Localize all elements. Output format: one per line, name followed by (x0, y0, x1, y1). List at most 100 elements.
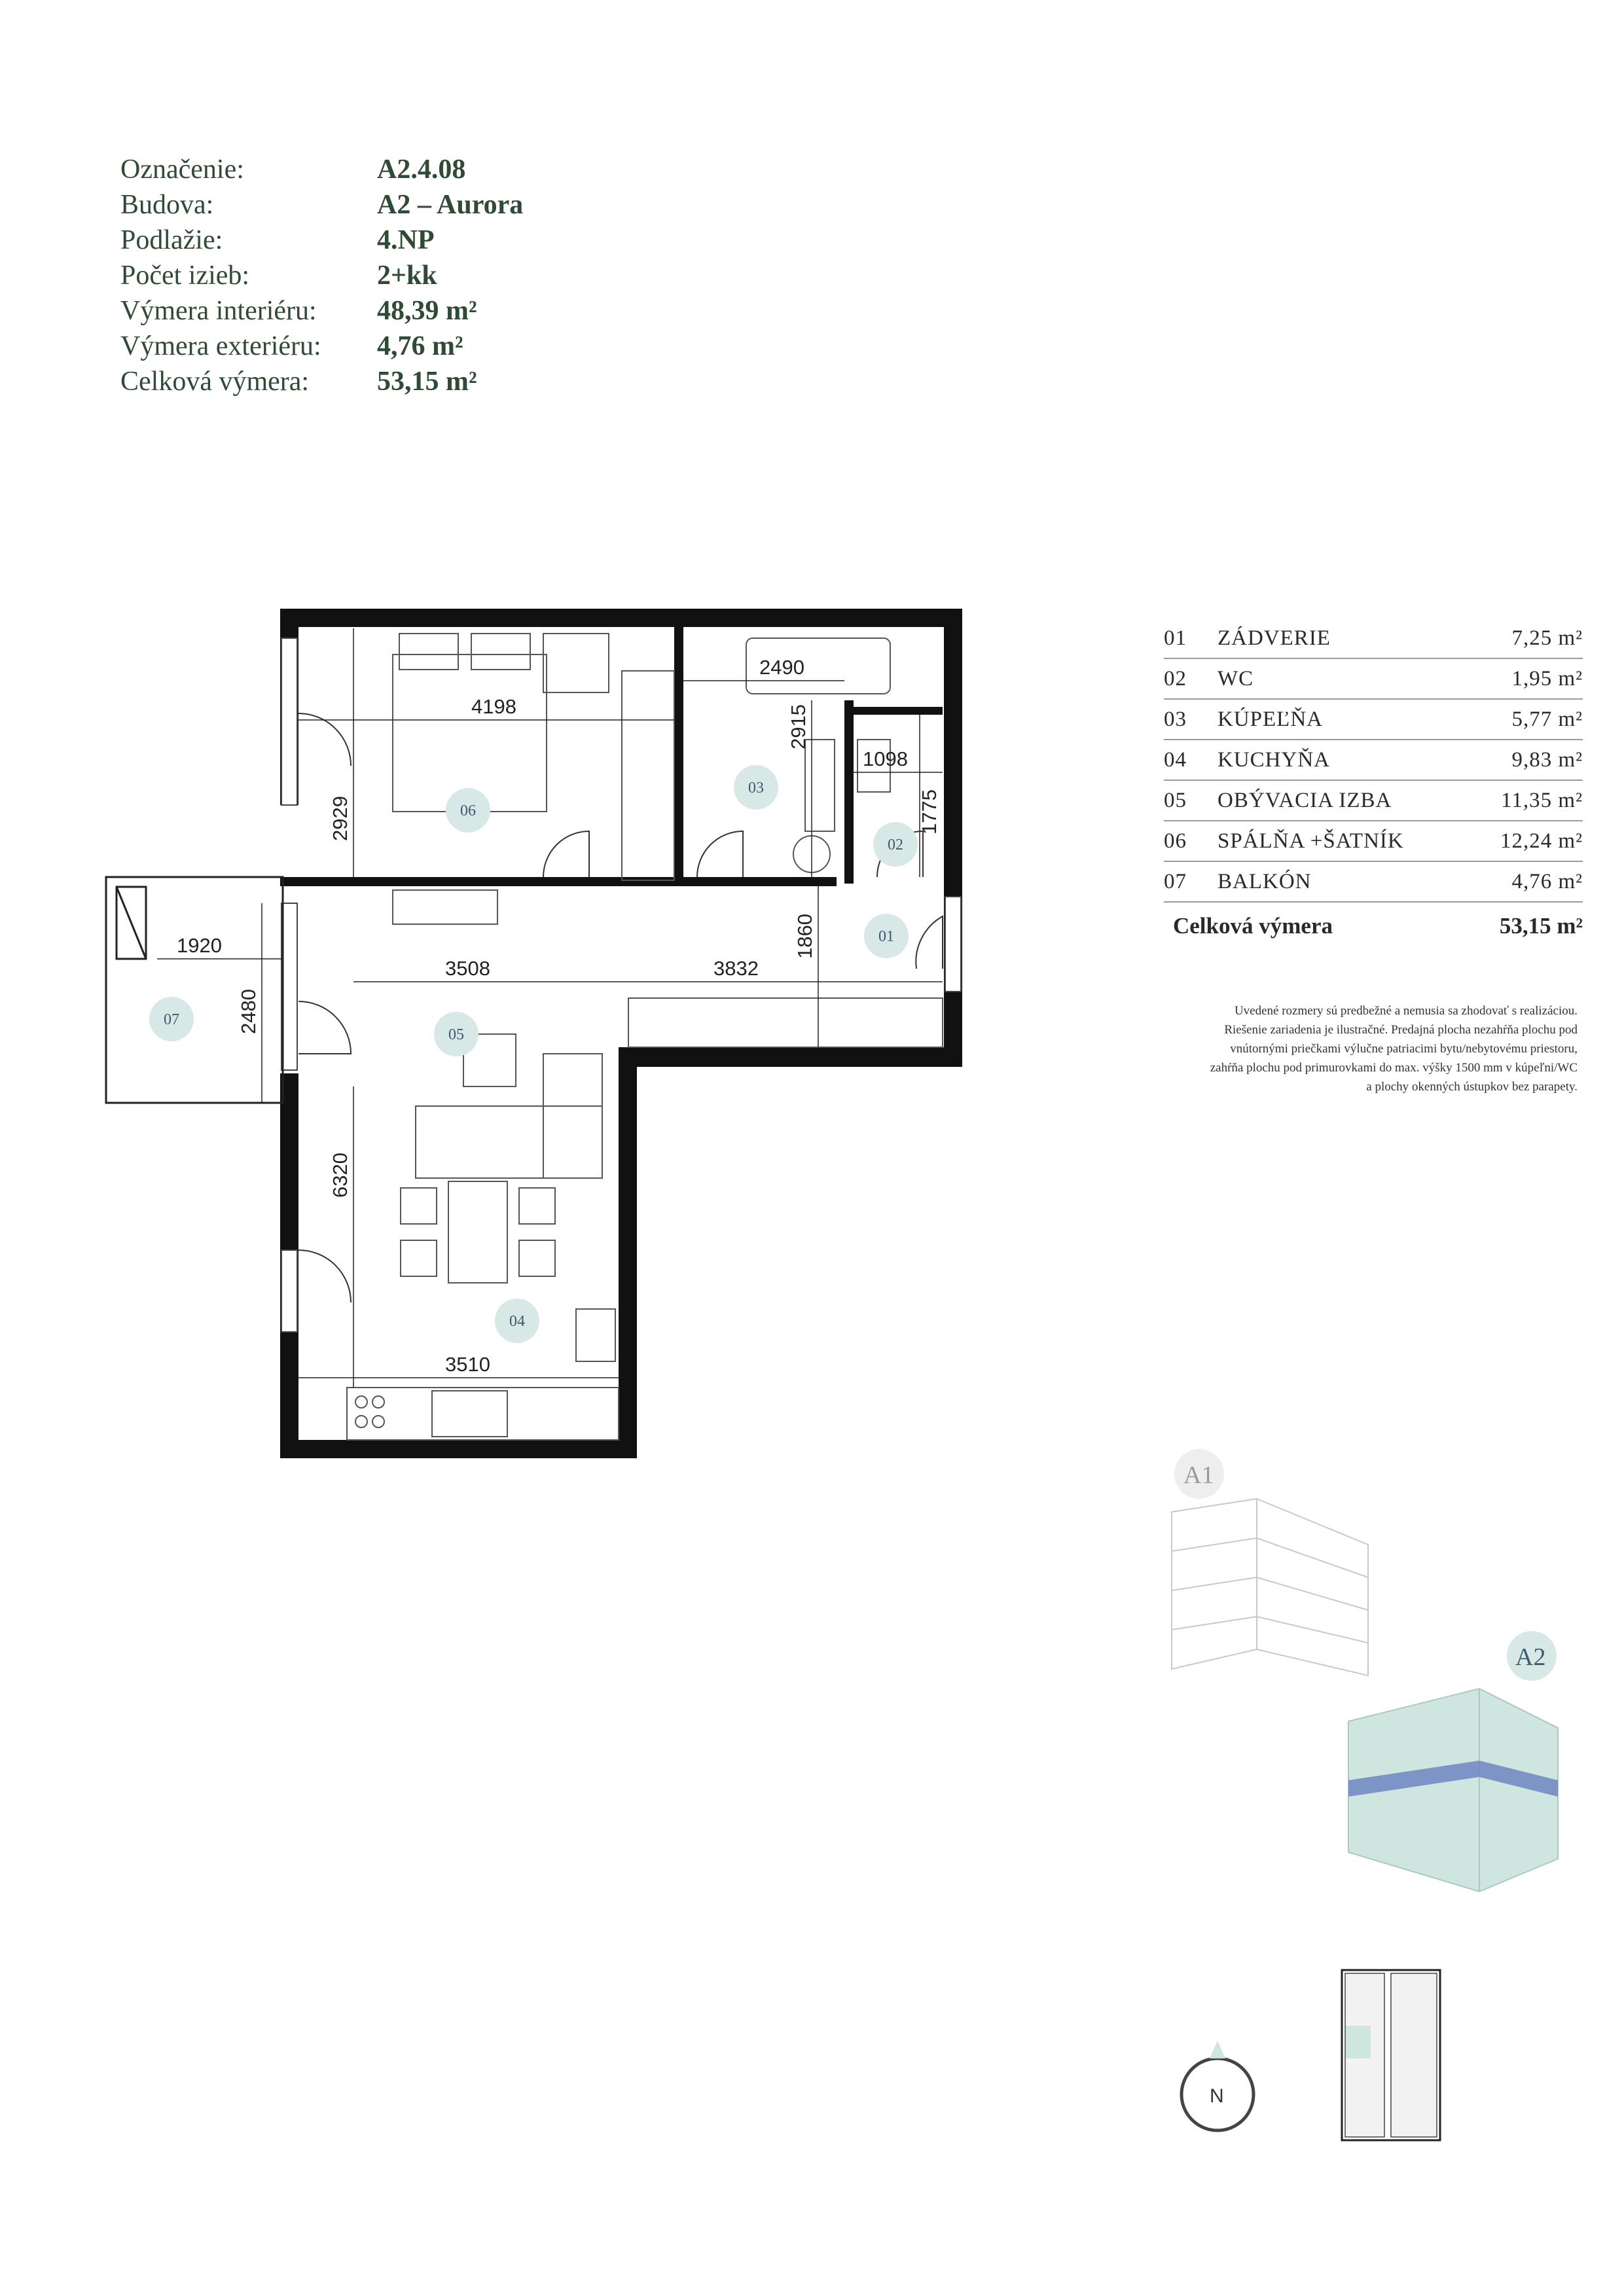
info-label: Budova: (120, 190, 214, 220)
bathtub (746, 637, 891, 694)
wall-hall-bottom (619, 1047, 962, 1067)
note-line: Uvedené rozmery sú predbežné a nemusia s… (1234, 1004, 1578, 1018)
door-balcony (298, 1001, 352, 1054)
info-value: 53,15 m² (377, 367, 477, 397)
door-entrance (915, 915, 943, 969)
info-label: Výmera exteriéru: (120, 331, 321, 361)
kitchen-sink (431, 1390, 508, 1437)
room-marker (149, 997, 194, 1041)
building-a2-sketch (1348, 1687, 1559, 1893)
room-row: 03 KÚPEĽŇA 5,77 m² (1164, 700, 1583, 740)
dim-text: 2490 (759, 656, 804, 679)
room-area: 1,95 m² (1511, 666, 1583, 691)
chair (518, 1240, 556, 1277)
dim-text: 4198 (471, 695, 516, 718)
room-number: 06 (1164, 829, 1187, 853)
note-line: zahŕňa plochu pod primurovkami do max. v… (1210, 1061, 1578, 1075)
dim-text: 6320 (329, 1153, 352, 1198)
sofa-corner (543, 1053, 603, 1179)
kitchen-counter (346, 1387, 619, 1441)
dim-text: 2915 (787, 704, 810, 749)
room-number: 03 (1164, 707, 1187, 731)
toilet (857, 739, 891, 793)
info-value: 2+kk (377, 260, 437, 291)
wall-top (280, 609, 962, 627)
note-line: a plochy okenných ústupkov bez parapety. (1366, 1080, 1578, 1094)
room-marker (873, 822, 918, 867)
room-marker (434, 1012, 478, 1056)
info-value: 4.NP (377, 225, 435, 255)
room-label-04: 04 (509, 1313, 525, 1330)
room-label-05: 05 (448, 1026, 464, 1043)
window-kitchen (281, 1249, 298, 1333)
chair (518, 1187, 556, 1225)
room-total-row: Celková výmera 53,15 m² (1164, 903, 1583, 950)
info-row-building: Budova: A2 – Aurora (120, 187, 523, 223)
balcony-outline (105, 876, 284, 1104)
info-label: Počet izieb: (120, 260, 250, 291)
wardrobe (621, 670, 675, 881)
desk (392, 889, 498, 925)
room-area: 5,77 m² (1511, 707, 1583, 731)
info-value: A2 – Aurora (377, 190, 524, 220)
info-label: Výmera interiéru: (120, 296, 317, 326)
balcony-planter-cross (115, 886, 147, 960)
room-name: WC (1218, 666, 1254, 691)
dim-text: 1920 (177, 934, 222, 957)
window-hall (945, 896, 962, 992)
room-marker (734, 765, 778, 810)
dim-text: 3832 (713, 957, 759, 980)
compass-north-label: N (1210, 2085, 1224, 2107)
room-name: OBÝVACIA IZBA (1218, 788, 1392, 812)
total-label: Celková výmera (1173, 913, 1333, 939)
info-value: A2.4.08 (377, 154, 466, 185)
compass-icon: N (1180, 2041, 1255, 2132)
washbasin (804, 739, 835, 832)
building-floor-plan-mini (1341, 1969, 1441, 2142)
room-number: 05 (1164, 788, 1187, 812)
info-row-rooms: Počet izieb: 2+kk (120, 258, 523, 293)
wall-bath-wc (844, 700, 854, 884)
room-label-07: 07 (164, 1011, 179, 1028)
total-value: 53,15 m² (1499, 913, 1583, 939)
room-area: 9,83 m² (1511, 747, 1583, 772)
info-label: Podlažie: (120, 225, 223, 255)
dim-text: 3510 (445, 1353, 490, 1376)
nightstand (543, 633, 609, 693)
room-row: 04 KUCHYŇA 9,83 m² (1164, 740, 1583, 781)
pillow-left (399, 633, 459, 670)
window-bedroom (281, 637, 298, 806)
dim-text: 2480 (237, 989, 260, 1034)
door-bath (696, 830, 744, 878)
wall-bottom (280, 1440, 637, 1458)
info-value: 4,76 m² (377, 331, 463, 361)
room-label-02: 02 (888, 836, 903, 853)
pillow-right (471, 633, 531, 670)
room-area: 12,24 m² (1500, 829, 1583, 853)
room-area: 4,76 m² (1511, 869, 1583, 893)
room-row: 07 BALKÓN 4,76 m² (1164, 862, 1583, 903)
building-locator: A1 A2 N (1171, 1449, 1559, 2142)
room-row: 02 WC 1,95 m² (1164, 659, 1583, 700)
dim-text: 3508 (445, 957, 490, 980)
disclaimer-note: Uvedené rozmery sú predbežné a nemusia s… (1139, 1001, 1578, 1096)
dining-table (448, 1181, 508, 1283)
building-a1-sketch (1171, 1498, 1369, 1677)
building-a2-label: A2 (1515, 1643, 1545, 1671)
room-area: 11,35 m² (1501, 788, 1583, 812)
balcony-planter (115, 886, 147, 960)
room-label-01: 01 (878, 928, 894, 945)
wall-wc-top (844, 707, 943, 715)
door-bedroom (543, 830, 590, 878)
info-label: Celková výmera: (120, 367, 310, 397)
bed (392, 654, 547, 812)
room-name: KÚPEĽŇA (1218, 707, 1323, 731)
building-a1-badge (1174, 1449, 1224, 1499)
apartment-info: Označenie: A2.4.08 Budova: A2 – Aurora P… (120, 152, 523, 399)
room-name: BALKÓN (1218, 869, 1312, 893)
building-a2-badge (1507, 1631, 1557, 1681)
room-label-03: 03 (748, 780, 764, 797)
door-bedroom-window (298, 713, 352, 766)
info-row-total-area: Celková výmera: 53,15 m² (120, 364, 523, 399)
wall-right (944, 609, 962, 1067)
